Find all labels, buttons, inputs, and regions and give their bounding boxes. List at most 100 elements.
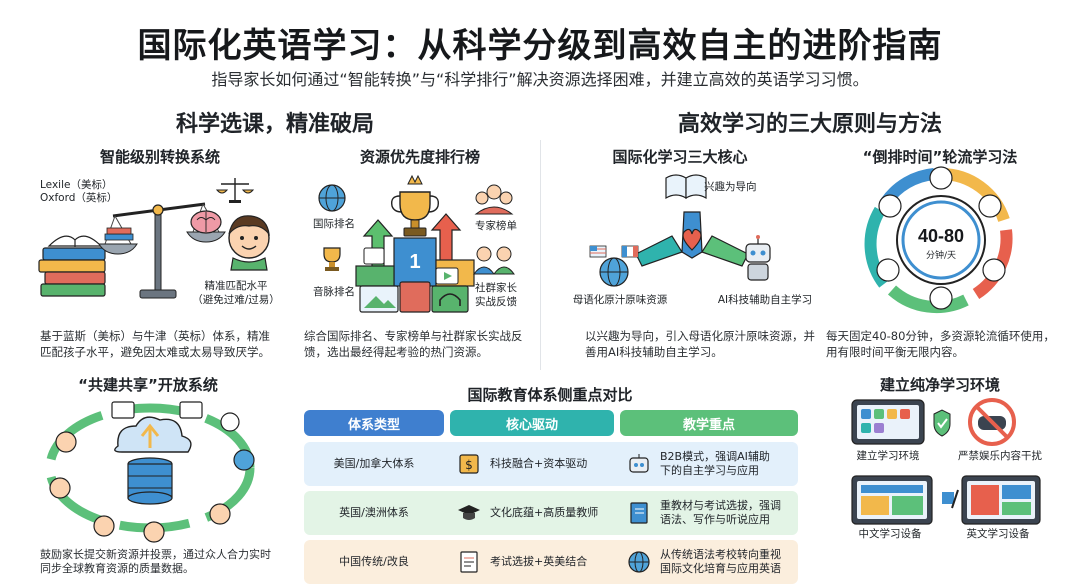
us-flag-icon [589,245,607,258]
level-system-description: 基于蓝斯（美标）与牛津（英标）体系，精准匹配孩子水平，避免因太难或太易导致厌学。 [40,329,270,359]
shared-cycle-illustration [45,401,255,543]
row-driver: 考试选拔+英美结合 [490,555,588,568]
tablet-icon [878,194,902,218]
level-system-heading: 智能级别转换系统 [99,148,220,166]
english-device-icon [961,475,1041,525]
user-avatar-icon [93,515,115,537]
row-driver: 科技融合+资本驱动 [490,457,588,470]
ranking-podium-illustration: 1 [318,174,515,313]
environment-heading: 建立纯净学习环境 [879,376,1000,394]
community-parents-label: 社群家长 [475,282,517,294]
oxford-label: Oxford（英标） [40,192,118,204]
headphones-icon [978,194,1002,218]
globe-icon [233,449,255,471]
robot-icon [745,235,771,281]
row-focus-line1: B2B模式，强调AI辅助 [660,450,770,463]
parents-group-icon [473,246,515,275]
row-focus-line1: 重教材与考试选拔，强调 [660,499,781,512]
chinese-device-label: 中文学习设备 [858,528,922,540]
separator-mark [942,492,954,504]
clean-env-label: 建立学习环境 [856,450,920,462]
clock-icon [896,195,986,285]
chip-money-icon: $ [459,454,479,474]
clock-minutes-text: 40-80 [918,226,964,246]
child-avatar-icon [228,215,270,271]
chat-icon [876,258,900,282]
graduation-cap-icon [458,505,480,520]
textbook-icon [630,502,648,524]
row-focus-line2: 语法、写作与听说应用 [660,513,770,526]
right-column-heading: 高效学习的三大原则与方法 [677,112,942,137]
balance-scale-illustration [38,178,270,299]
shared-description: 鼓励家长提交新资源并投票，通过众人合力实时同步全球教育资源的质量数据。 [40,548,271,575]
book-stack-icon [38,235,106,297]
avoid-difficulty-label: （避免过难/过易） [192,294,280,306]
table-header-type: 体系类型 [304,410,444,436]
column-divider [540,140,541,370]
ranking-description: 综合国际排名、专家榜单与社群家长实战反馈，选出最经得起考验的热门资源。 [304,329,523,359]
exam-paper-icon [460,551,478,573]
user-avatar-icon [143,521,165,543]
no-games-icon [968,398,1016,446]
robot-icon [629,454,649,473]
headphones-icon [431,285,469,313]
open-book-icon [665,174,707,200]
match-level-label: 精准匹配水平 [204,280,268,292]
environment-illustration [851,398,1041,525]
ranking-heading: 资源优先度排行榜 [359,148,480,166]
cloud-database-icon [114,416,192,505]
row-type: 中国传统/改良 [339,555,409,568]
user-avatar-icon [55,431,77,453]
video-icon [929,286,953,310]
scale-icon [98,202,226,299]
core-description: 以兴趣为导向，引入母语化原汁原味资源，并善用AI科技辅助自主学习。 [585,329,815,359]
user-avatar-icon [209,503,231,525]
heart-icon [682,228,702,251]
clock-unit-text: 分钟/天 [926,249,956,261]
page-title: 国际化英语学习：从科学分级到高效自主的进阶指南 [137,26,943,66]
table-header-focus: 教学重点 [620,410,798,436]
row-focus-line2: 下的自主学习与应用 [660,464,759,477]
interest-label: 兴趣为导向 [704,181,757,193]
chinese-device-icon [851,475,933,525]
rotation-description: 每天固定40-80分钟，多资源轮流循环使用，用有限时间平衡无限内容。 [826,329,1055,359]
book-icon [399,281,431,313]
page-subtitle: 指导家长如何通过“智能转换”与“科学排行”解决资源选择困难，并建立高效的英语学习… [211,70,869,89]
rotation-heading: “倒排时间”轮流学习法 [862,148,1018,166]
globe-icon [628,551,650,573]
row-type: 英国/澳洲体系 [339,506,409,519]
comparison-heading: 国际教育体系侧重点对比 [467,386,633,404]
real-feedback-label: 实战反馈 [475,296,517,308]
expert-list-label: 专家榜单 [475,220,517,232]
expert-icon [474,184,514,215]
podium-first [393,237,437,287]
speaking-icon [982,258,1006,282]
svg-text:$: $ [465,458,473,472]
table-row: 美国/加拿大体系 $ 科技融合+资本驱动 B2B模式，强调AI辅助下的自主学习与… [304,442,798,486]
small-scale-icon [215,178,255,203]
three-cores-illustration [589,174,771,287]
shared-heading: “共建共享”开放系统 [78,376,218,394]
rotation-cycle-illustration: 40-80 分钟/天 [864,166,1013,314]
image-icon [111,401,135,419]
trophy-icon [390,174,440,237]
row-type: 美国/加拿大体系 [333,457,415,470]
small-trophy-icon [323,247,341,271]
globe-icon [318,184,346,212]
intl-ranking-label: 国际排名 [313,218,355,230]
no-entertainment-label: 严禁娱乐内容干扰 [958,450,1042,462]
row-focus-line2: 国际文化培育与应用英语 [660,562,781,575]
podium-rank-number: 1 [409,251,420,273]
chart-icon [220,412,240,432]
audio-ranking-label: 音脉排名 [313,286,355,298]
ai-assist-label: AI科技辅助自主学习 [717,294,813,306]
row-driver: 文化底蕴+高质量教师 [490,506,599,519]
shield-check-icon [933,409,951,437]
clean-tablet-icon [851,399,925,445]
tablet-icon [363,247,385,265]
core-heading: 国际化学习三大核心 [612,148,748,166]
native-resource-label: 母语化原汁原味资源 [572,294,668,306]
document-icon [179,401,203,419]
table-row: 英国/澳洲体系 文化底蕴+高质量教师 重教材与考试选拔，强调语法、写作与听说应用 [304,491,798,535]
table-header-driver: 核心驱动 [450,410,614,436]
